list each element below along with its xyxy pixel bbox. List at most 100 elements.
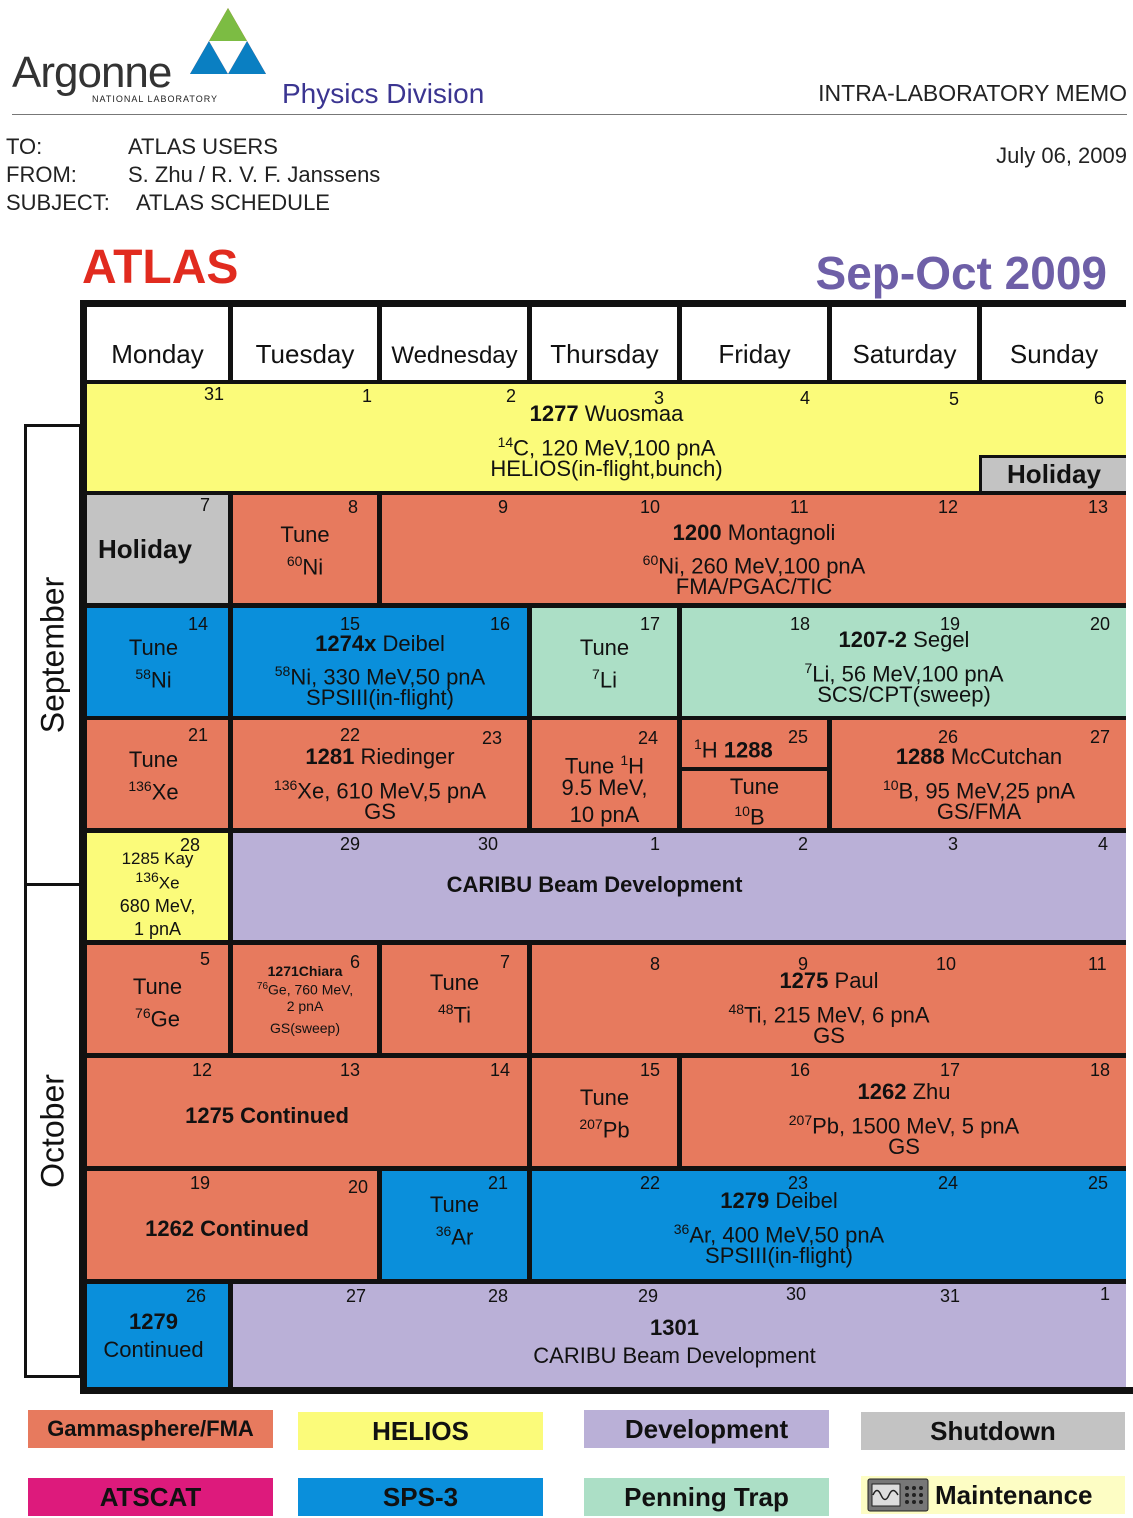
date-number: 27	[346, 1286, 367, 1306]
date-number: 5	[200, 949, 211, 969]
block-tune-48ti[interactable]: Tune 48Ti	[382, 945, 527, 1053]
legend-development: Development	[584, 1410, 829, 1448]
date-number: 30	[478, 834, 499, 854]
date-number: 26	[186, 1286, 207, 1306]
day-header-tuesday: Tuesday	[233, 307, 377, 380]
beam-spec: C, 120 MeV,100 pnA	[513, 435, 716, 461]
legend-atscat: ATSCAT	[28, 1478, 273, 1516]
block-1301-caribu[interactable]: 1301 CARIBU Beam Development	[233, 1284, 1126, 1387]
block-tune-136xe[interactable]: Tune 136Xe	[87, 720, 228, 828]
date-number: 28	[488, 1286, 509, 1306]
date-number: 7	[500, 952, 511, 972]
block-1279-deibel[interactable]: 1279 Deibel 36Ar, 400 MeV,50 pnA SPSIII(…	[532, 1171, 1126, 1279]
date-number: 21	[188, 725, 209, 745]
memo-type: INTRA-LABORATORY MEMO	[818, 80, 1127, 106]
date-number: 10	[640, 497, 661, 517]
date-number: 15	[340, 614, 361, 634]
date-number: 21	[488, 1173, 509, 1193]
from-value: S. Zhu / R. V. F. Janssens	[128, 162, 381, 187]
block-1200-montagnoli[interactable]: 1200 Montagnoli 60Ni, 260 MeV,100 pnA FM…	[382, 495, 1126, 603]
day-header-saturday: Saturday	[832, 307, 977, 380]
legend-gammasphere-fma: Gammasphere/FMA	[28, 1410, 273, 1448]
block-tune-58ni[interactable]: Tune 58Ni	[87, 608, 228, 716]
date-number: 16	[790, 1060, 811, 1080]
day-header-thursday: Thursday	[532, 307, 677, 380]
date-number: 1	[1100, 1284, 1111, 1304]
date-number: 4	[1098, 834, 1109, 854]
header-rule	[12, 114, 1127, 115]
date-number: 6	[1094, 388, 1105, 408]
date-number: 9	[798, 954, 809, 974]
division-name: Physics Division	[282, 78, 485, 109]
oscilloscope-icon	[867, 1478, 929, 1512]
block-caribu-development[interactable]: CARIBU Beam Development	[233, 833, 1126, 940]
block-1285-kay[interactable]: 1285 Kay 136Xe 680 MeV, 1 pnA	[87, 833, 228, 940]
date-number: 14	[490, 1060, 511, 1080]
block-1271-chiara[interactable]: 1271Chiara 76Ge, 760 MeV, 2 pnA GS(sweep…	[233, 945, 377, 1053]
date-number: 31	[204, 384, 225, 404]
block-1262-zhu[interactable]: 1262 Zhu 207Pb, 1500 MeV, 5 pnA GS	[682, 1058, 1126, 1166]
holiday-sep7[interactable]: Holiday	[87, 495, 228, 603]
block-tune-10b[interactable]: Tune 10B	[682, 771, 827, 828]
date-number: 4	[800, 388, 811, 408]
block-tune-7li[interactable]: Tune 7Li	[532, 608, 677, 716]
logo-wordmark: Argonne	[12, 48, 172, 97]
block-tune-1h[interactable]: Tune 1H 9.5 MeV, 10 pnA	[532, 720, 677, 828]
date-number: 20	[348, 1177, 369, 1197]
date-number: 5	[949, 389, 960, 409]
date-number: 18	[790, 614, 811, 634]
block-tune-76ge[interactable]: Tune 76Ge	[87, 945, 228, 1053]
date-number: 13	[1088, 497, 1109, 517]
date-number: 3	[654, 388, 665, 408]
block-tune-36ar[interactable]: Tune 36Ar	[382, 1171, 527, 1279]
date-number: 13	[340, 1060, 361, 1080]
date-number: 11	[790, 497, 809, 517]
date-number: 19	[940, 614, 961, 634]
device: HELIOS(in-flight,bunch)	[490, 456, 723, 481]
date-number: 24	[938, 1173, 959, 1193]
to-value: ATLAS USERS	[128, 134, 278, 159]
day-header-wednesday: Wednesday	[382, 307, 527, 380]
date-number: 2	[798, 834, 809, 854]
date-number: 8	[650, 954, 661, 974]
isotope-mass: 14	[497, 434, 514, 450]
date-number: 7	[200, 495, 211, 515]
legend-shutdown: Shutdown	[861, 1412, 1125, 1450]
date-number: 26	[938, 727, 959, 747]
day-header-friday: Friday	[682, 307, 827, 380]
block-1275-paul[interactable]: 1275 Paul 48Ti, 215 MeV, 6 pnA GS	[532, 945, 1126, 1053]
block-1h-1288[interactable]: 1H 1288	[682, 720, 827, 767]
schedule-title: ATLAS	[82, 241, 239, 294]
date-number: 25	[788, 727, 809, 747]
date-number: 22	[340, 725, 361, 745]
date-number: 22	[640, 1173, 661, 1193]
block-1262-continued[interactable]: 1262 Continued	[87, 1171, 377, 1279]
date-number: 1	[362, 386, 373, 406]
block-1277-wuosmaa[interactable]: 1277 Wuosmaa 14C, 120 MeV,100 pnA HELIOS…	[87, 384, 1126, 491]
block-1288-mccutchan[interactable]: 1288 McCutchan 10B, 95 MeV,25 pnA GS/FMA	[832, 720, 1126, 828]
block-1207-2-segel[interactable]: 1207-2 Segel 7Li, 56 MeV,100 pnA SCS/CPT…	[682, 608, 1126, 716]
date-number: 29	[638, 1286, 659, 1306]
block-tune-60ni[interactable]: Tune 60Ni	[233, 495, 377, 603]
legend-helios: HELIOS	[298, 1412, 543, 1450]
date-number: 23	[788, 1173, 809, 1193]
block-1279-continued[interactable]: 1279 Continued	[87, 1284, 228, 1387]
block-1275-continued[interactable]: 1275 Continued	[87, 1058, 527, 1166]
from-label: FROM:	[6, 162, 77, 187]
date-number: 31	[940, 1286, 961, 1306]
legend-maintenance: Maintenance	[861, 1476, 1125, 1514]
block-1281-riedinger[interactable]: 1281 Riedinger 136Xe, 610 MeV,5 pnA GS	[233, 720, 527, 828]
argonne-logo	[190, 8, 266, 74]
legend-maintenance-label: Maintenance	[935, 1479, 1093, 1510]
date-number: 9	[498, 497, 509, 517]
date-number: 17	[640, 614, 661, 634]
date-number: 6	[350, 952, 361, 972]
block-tune-207pb[interactable]: Tune 207Pb	[532, 1058, 677, 1166]
date-number: 24	[638, 728, 659, 748]
block-1274x-deibel[interactable]: 1274x Deibel 58Ni, 330 MeV,50 pnA SPSIII…	[233, 608, 527, 716]
date-number: 16	[490, 614, 511, 634]
date-number: 11	[1088, 954, 1107, 974]
holiday-sep6[interactable]: Holiday	[979, 455, 1126, 491]
legend-penning-trap: Penning Trap	[584, 1478, 829, 1516]
date-number: 17	[940, 1060, 961, 1080]
